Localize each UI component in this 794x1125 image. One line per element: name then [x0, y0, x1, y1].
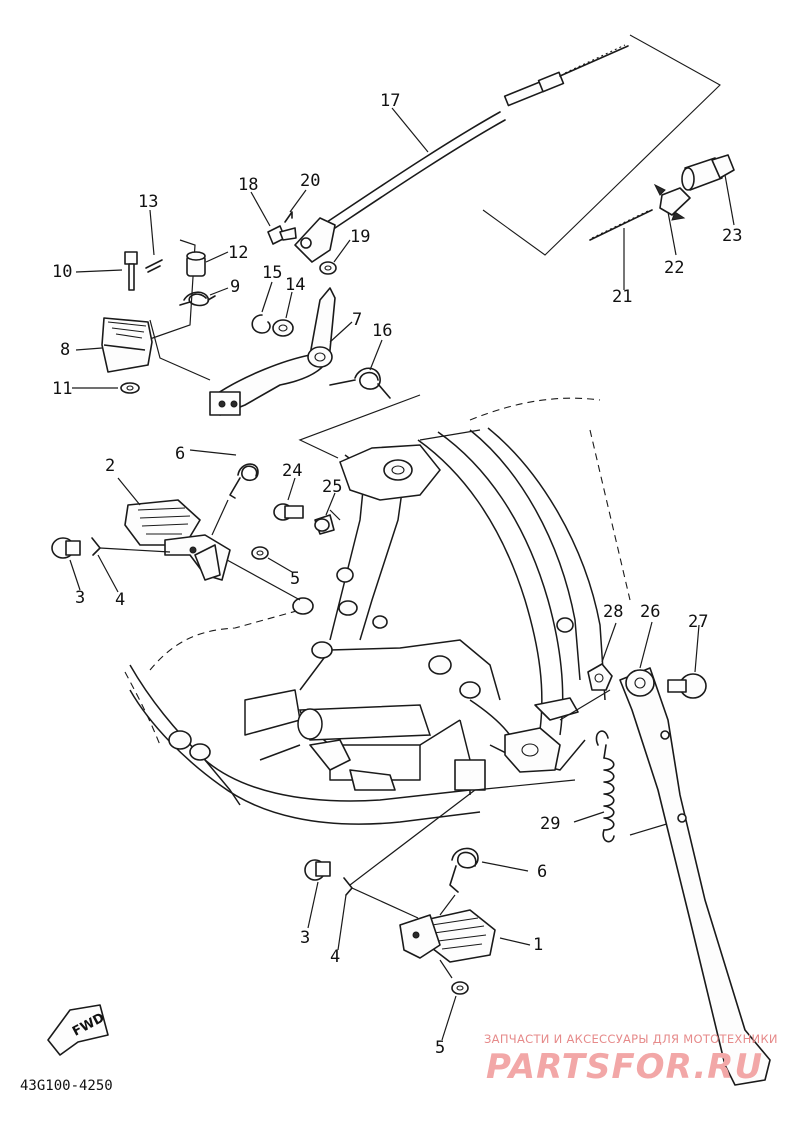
- callout-27: 27: [688, 612, 708, 632]
- callout-28: 28: [603, 602, 623, 622]
- watermark: ЗАПЧАСТИ И АКСЕССУАРЫ ДЛЯ МОТОТЕХНИКИ PA…: [484, 1032, 778, 1087]
- diagram-code: 43G100-4250: [20, 1078, 113, 1094]
- callout-10: 10: [52, 262, 72, 282]
- callout-4-right: 4: [330, 947, 340, 967]
- callout-25: 25: [322, 477, 342, 497]
- callout-22: 22: [664, 258, 684, 278]
- callout-26: 26: [640, 602, 660, 622]
- callout-13: 13: [138, 192, 158, 212]
- callout-1: 1: [533, 935, 543, 955]
- callout-20: 20: [300, 171, 320, 191]
- sidestand-group: [587, 663, 771, 1086]
- callout-4-left: 4: [115, 590, 125, 610]
- callout-29: 29: [540, 814, 560, 834]
- callout-2: 2: [105, 456, 115, 476]
- callout-5-left: 5: [290, 569, 300, 589]
- callout-leaders: [69, 107, 735, 1041]
- callout-5-right: 5: [435, 1038, 445, 1058]
- watermark-logo: PARTSFOR.RU: [486, 1047, 763, 1087]
- callout-11: 11: [52, 379, 72, 399]
- callout-12: 12: [228, 243, 248, 263]
- fwd-arrow-icon: FWD: [47, 1004, 109, 1056]
- bolt-group-24-25: [273, 503, 335, 535]
- callout-3-right: 3: [300, 928, 310, 948]
- callout-9: 9: [230, 277, 240, 297]
- callout-15: 15: [262, 263, 282, 283]
- cable-group: [294, 34, 735, 263]
- callout-24: 24: [282, 461, 302, 481]
- callout-6-right: 6: [537, 862, 547, 882]
- callout-16: 16: [372, 321, 392, 341]
- callout-19: 19: [350, 227, 370, 247]
- watermark-tagline: ЗАПЧАСТИ И АКСЕССУАРЫ ДЛЯ МОТОТЕХНИКИ: [484, 1032, 778, 1046]
- callout-17: 17: [380, 91, 400, 111]
- callout-labels: 1 2 3 3 4 4 5 5 6 6 7 8 9 10 11 12 13 14…: [52, 91, 742, 1058]
- right-footrest-group: [304, 847, 496, 995]
- callout-3-left: 3: [75, 588, 85, 608]
- callout-18: 18: [238, 175, 258, 195]
- callout-23: 23: [722, 226, 742, 246]
- brake-pedal-group: [101, 211, 391, 416]
- frame-drawing: [124, 239, 681, 886]
- callout-7: 7: [352, 310, 362, 330]
- callout-8: 8: [60, 340, 70, 360]
- left-footrest-group: [51, 463, 269, 581]
- callout-21: 21: [612, 287, 632, 307]
- callout-14: 14: [285, 275, 305, 295]
- callout-6-left: 6: [175, 444, 185, 464]
